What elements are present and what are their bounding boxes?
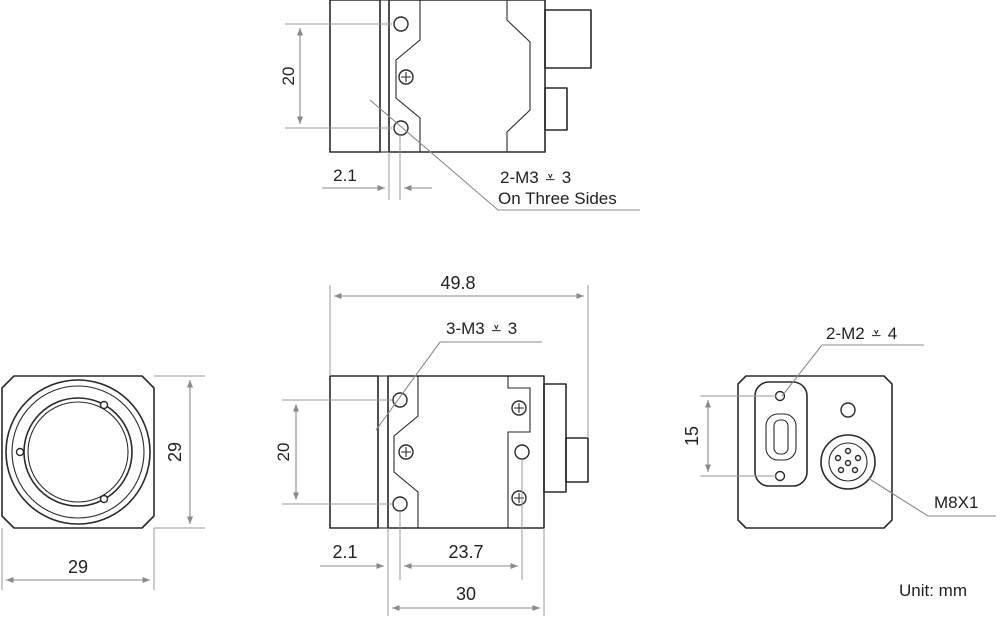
front-view-mount-ring: [11, 385, 145, 519]
side-view-screw-cross: [401, 447, 411, 457]
front-view-body: [1, 375, 155, 529]
connector-pin: [844, 459, 852, 467]
top-view-hole: [393, 120, 409, 136]
top-view-body: [388, 0, 546, 153]
top-view-connector-lower: [544, 87, 568, 131]
top-view-callout-leader: [369, 99, 640, 211]
front-view-hole: [15, 447, 25, 457]
side-view-hole: [392, 496, 408, 512]
rear-view-body: [737, 375, 893, 529]
depth-icon: ⩡: [545, 168, 555, 187]
dim-extension: [387, 459, 545, 616]
rear-view-usb-bezel: [754, 381, 808, 487]
rear-view-connector-label: M8X1: [934, 493, 978, 512]
rear-view-hole: [774, 470, 786, 482]
top-view-dim-flange: 2.1: [333, 166, 357, 185]
rear-view-usb-port: [765, 413, 797, 461]
top-view-flange: [379, 0, 390, 153]
rear-view-callout-leader: [781, 344, 924, 397]
callout-prefix: 3-M3: [446, 319, 485, 338]
rear-view-m8-pins: [834, 447, 862, 474]
dim-extension: [329, 285, 589, 438]
depth-icon: ⩡: [871, 324, 881, 343]
rear-view-usb-tongue: [773, 419, 789, 455]
dim-extension: [282, 399, 392, 505]
side-view-screw-cross: [514, 403, 524, 413]
rear-view-hole: [774, 390, 786, 402]
front-view-hole: [99, 494, 109, 504]
connector-pin: [854, 454, 862, 462]
rear-view-m8-leader: [867, 477, 996, 517]
top-view: 20 2.1 2-M3 ⩡ 3 On Three Sides: [279, 0, 640, 211]
rear-view: 15 2-M2 ⩡ 4 M8X1: [682, 324, 996, 529]
front-view-mount-inner: [23, 397, 133, 507]
rear-view-dim-height: 15: [682, 426, 702, 446]
callout-prefix: 2-M2: [826, 324, 865, 343]
side-view-connector-plug: [565, 437, 589, 483]
callout-depth: 3: [508, 319, 517, 338]
side-view-callout: 3-M3 ⩡ 3: [446, 319, 517, 338]
dim-extension: [388, 135, 401, 200]
side-view-rear-panel: [507, 376, 531, 528]
top-view-callout: 2-M3 ⩡ 3: [500, 168, 571, 187]
side-view-dim-body: 30: [456, 584, 476, 604]
rear-view-callout: 2-M2 ⩡ 4: [826, 324, 897, 343]
dim-extension: [285, 23, 392, 129]
connector-pin: [837, 466, 845, 474]
side-view-chamfer: [393, 376, 419, 528]
side-view-hole: [392, 392, 408, 408]
top-view-screw-cross: [401, 72, 411, 82]
top-view-hole: [393, 16, 409, 32]
front-view-dim-height: 29: [165, 442, 185, 462]
side-view-dim-length: 49.8: [440, 273, 475, 293]
top-view-dim-height: 20: [279, 67, 298, 86]
side-view-dim-height: 20: [274, 443, 293, 462]
top-view-lens-mount: [329, 0, 381, 153]
front-view: 29 29: [1, 375, 205, 590]
front-view-lens-opening: [27, 401, 129, 503]
connector-pin: [844, 447, 852, 455]
top-view-callout-sides: On Three Sides: [498, 189, 617, 208]
front-view-hole: [99, 400, 109, 410]
connector-pin: [834, 454, 842, 462]
side-view-flange: [377, 375, 389, 529]
callout-depth: 3: [562, 168, 571, 187]
units-note: Unit: mm: [899, 581, 967, 600]
rear-view-led: [840, 402, 856, 418]
dim-extension: [1, 528, 155, 590]
rear-view-m8-outer: [820, 434, 876, 490]
rear-view-m8-inner: [828, 442, 868, 482]
front-view-mount-outer: [5, 379, 151, 525]
callout-prefix: 2-M3: [500, 168, 539, 187]
side-view-dim-hole-spacing: 23.7: [448, 542, 483, 562]
side-view: 49.8 3-M3 ⩡ 3 20 2.1 23.7 30: [274, 273, 589, 616]
depth-icon: ⩡: [491, 319, 501, 338]
front-view-dim-width: 29: [68, 557, 88, 577]
side-view-hole: [514, 444, 530, 460]
top-view-chamfer-left: [395, 0, 421, 152]
connector-pin: [851, 466, 859, 474]
top-view-connector-upper: [544, 9, 592, 69]
callout-depth: 4: [888, 324, 897, 343]
side-view-lens-mount: [329, 375, 379, 529]
dim-extension: [154, 375, 205, 529]
side-view-dim-flange: 2.1: [332, 542, 357, 562]
side-view-callout-leader: [375, 341, 542, 431]
top-view-chamfer-right: [506, 0, 531, 152]
side-view-connector: [543, 383, 567, 493]
dim-extension: [700, 395, 776, 477]
